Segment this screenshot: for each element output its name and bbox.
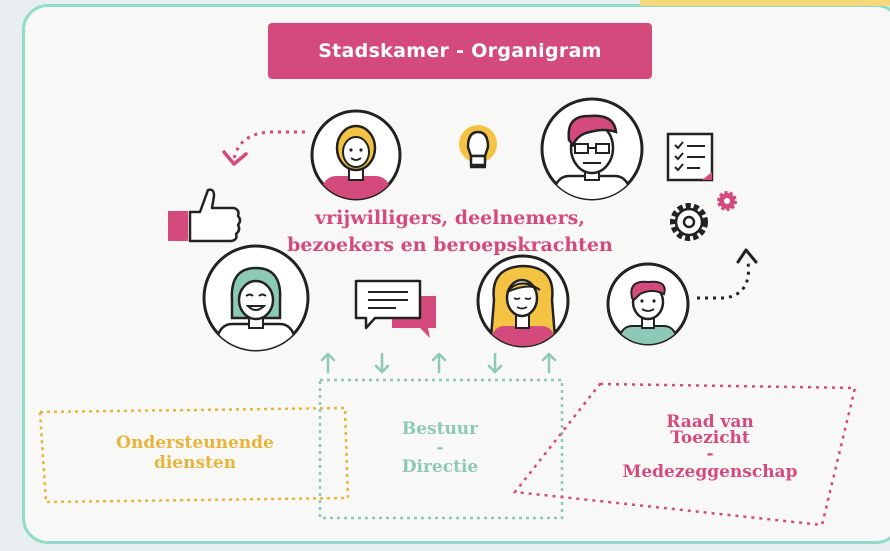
page-title: Stadskamer - Organigram (268, 23, 652, 79)
box-raad: Raad van Toezicht - Medezeggenschap (580, 412, 840, 482)
person-female-longhair-icon (476, 254, 570, 348)
curved-arrow-right (697, 248, 758, 300)
box-raad-line-1: Raad van (666, 412, 754, 432)
box-raad-line-3: - (706, 444, 714, 464)
participants-line-1: vrijwilligers, deelnemers, (315, 207, 585, 229)
arrow-up-icon (541, 352, 557, 374)
thumbs-up-icon (168, 188, 242, 243)
curved-arrow-top-left (222, 130, 305, 166)
arrow-up-icon (431, 352, 447, 374)
participants-label: vrijwilligers, deelnemers, bezoekers en … (250, 205, 650, 259)
person-male-glasses-icon (540, 97, 644, 201)
box-ondersteunende-outline (38, 406, 350, 504)
corner-accent (640, 0, 890, 6)
arrow-down-icon (487, 352, 503, 374)
arrow-up-icon (320, 352, 336, 374)
lightbulb-icon (459, 125, 497, 169)
participants-line-2: bezoekers en beroepskrachten (287, 234, 613, 256)
box-raad-outline (512, 382, 857, 527)
gears-icon (670, 191, 737, 241)
chat-bubbles-icon (354, 279, 436, 338)
person-female-blonde-icon (310, 109, 402, 201)
box-bestuur-outline (318, 378, 564, 520)
box-bestuur-line-3: Directie (401, 457, 479, 477)
flow-arrows (320, 352, 557, 374)
box-bestuur: Bestuur - Directie (340, 420, 540, 477)
arrow-down-icon (374, 352, 390, 374)
box-bestuur-line-2: - (436, 438, 444, 458)
box-ondersteunende-line-1: Ondersteunende (116, 433, 274, 453)
checklist-icon (666, 132, 714, 182)
box-ondersteunende: Ondersteunende diensten (60, 433, 330, 473)
person-female-teal-icon (202, 244, 310, 352)
box-ondersteunende-line-2: diensten (153, 453, 237, 473)
diagram-frame (22, 4, 890, 544)
person-male-teal-icon (606, 262, 690, 346)
box-raad-line-4: Medezeggenschap (622, 462, 798, 482)
box-raad-line-2: Toezicht (670, 428, 750, 448)
box-bestuur-line-1: Bestuur (401, 419, 479, 439)
